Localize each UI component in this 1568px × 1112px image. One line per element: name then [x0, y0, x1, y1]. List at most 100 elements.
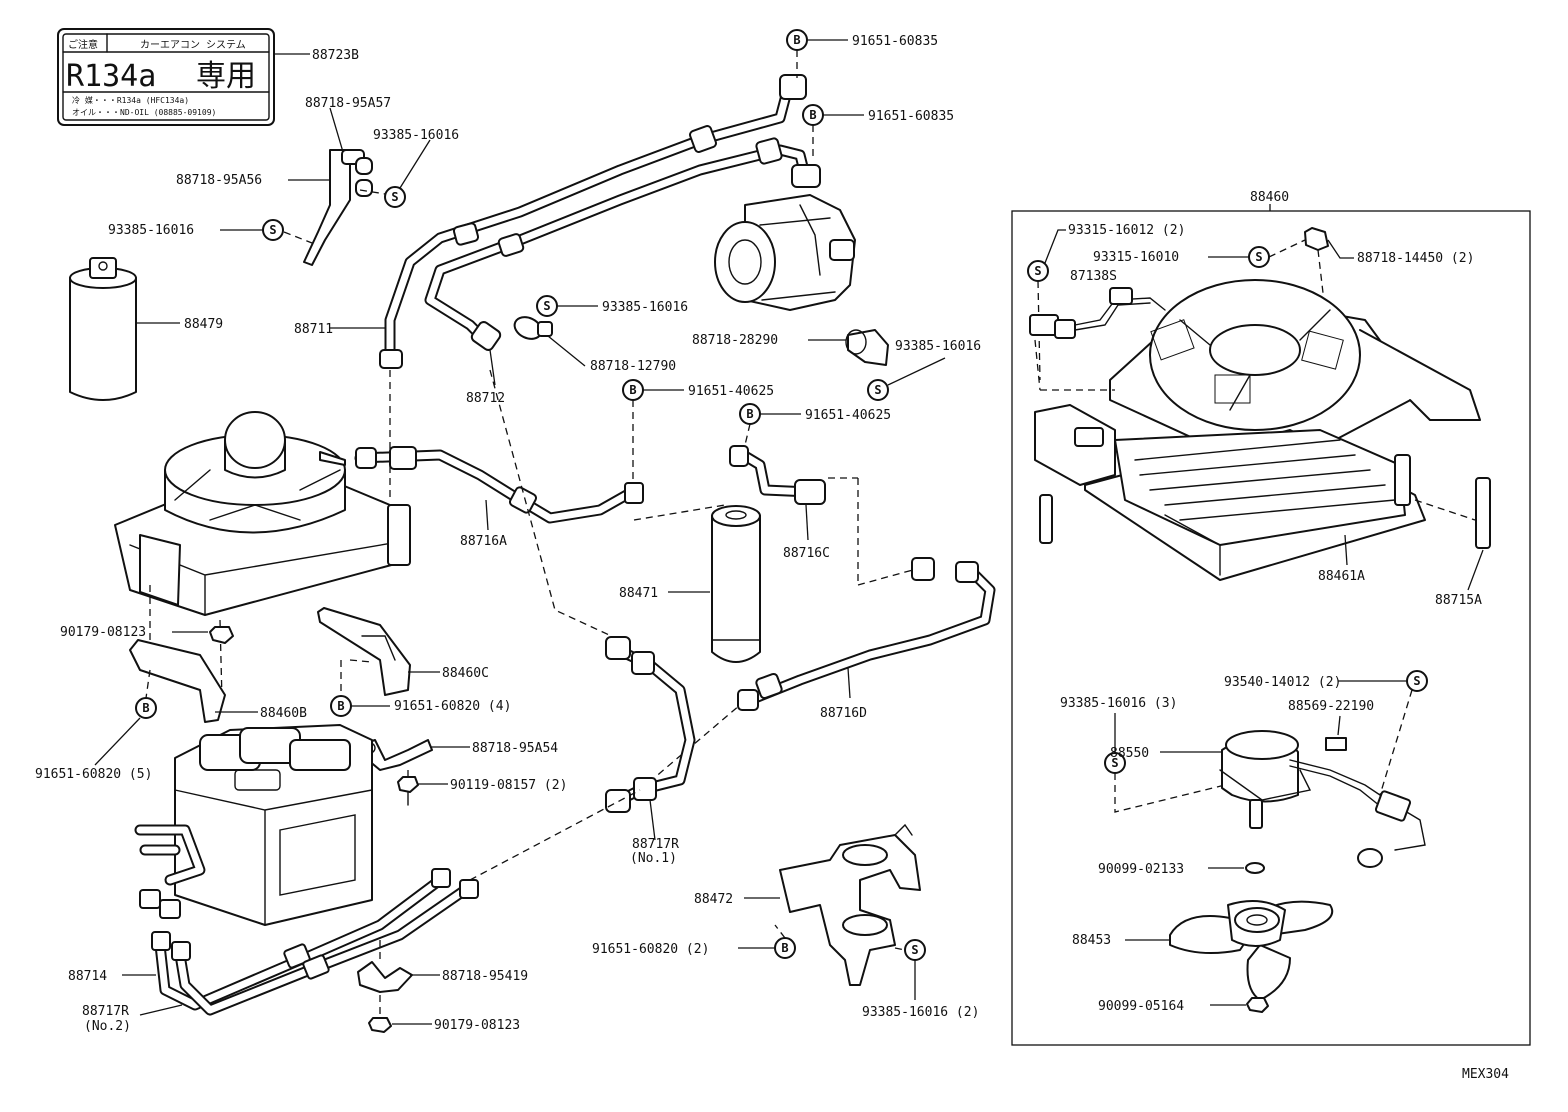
svg-text:S: S: [543, 299, 550, 313]
refrigerant-caution-label: ご注意 カーエアコン システム R134a 専用 冷 媒・・・R134a (HF…: [57, 28, 275, 126]
screw-symbol: [384, 186, 406, 208]
label-88569-22190: 88569-22190: [1288, 699, 1374, 714]
svg-text:B: B: [809, 108, 816, 122]
label-91651-60820-2: 91651-60820 (2): [592, 942, 709, 957]
label-88460: 88460: [1250, 190, 1289, 205]
label-88718-95A57: 88718-95A57: [305, 96, 391, 111]
label-93385-16016-c: 93385-16016: [602, 300, 688, 315]
bracket-88460B: [129, 639, 226, 723]
condenser-fan-shroud: [1109, 279, 1481, 456]
system-name-text: カーエアコン システム: [140, 39, 246, 51]
fan-wire-harness: [1029, 287, 1166, 339]
exclusive-use-text: 専用: [196, 59, 256, 94]
label-88723B: 88723B: [312, 48, 359, 63]
svg-text:S: S: [1111, 756, 1118, 770]
label-88718-95419: 88718-95419: [442, 969, 528, 984]
discharge-hose-88711: [379, 74, 807, 369]
suction-hose-88717R-no1: [605, 636, 696, 813]
label-90119-08157-2: 90119-08157 (2): [450, 778, 567, 793]
nut-90179-b: [368, 1017, 392, 1033]
label-93315-16012-2: 93315-16012 (2): [1068, 223, 1185, 238]
washer-90099-02133: [1245, 862, 1265, 874]
nut-90179-a: [209, 626, 234, 644]
label-91651-40625-b: 91651-40625: [805, 408, 891, 423]
refrigerant-spec-line: 冷 媒・・・R134a (HFC134a): [72, 95, 189, 105]
svg-text:B: B: [337, 699, 344, 713]
condenser-core: [1034, 404, 1426, 581]
label-91651-60835-a: 91651-60835: [852, 34, 938, 49]
clamp-95419: [357, 961, 413, 993]
label-88716D: 88716D: [820, 706, 867, 721]
label-93385-16016-b: 93385-16016: [108, 223, 194, 238]
label-93385-16016-3: 93385-16016 (3): [1060, 696, 1177, 711]
svg-text:B: B: [781, 941, 788, 955]
svg-text:S: S: [391, 190, 398, 204]
liquid-hose-88716A: [354, 446, 644, 524]
label-88460C: 88460C: [442, 666, 489, 681]
label-88716C: 88716C: [783, 546, 830, 561]
bracket-88472: [779, 823, 921, 986]
label-88718-95A56: 88718-95A56: [176, 173, 262, 188]
label-88717R-no2-suffix: (No.2): [84, 1019, 131, 1034]
diagram-code: MEX304: [1462, 1067, 1509, 1082]
oil-spec-line: オイル・・・ND-OIL (08885-09109): [72, 108, 216, 117]
label-88718-28290: 88718-28290: [692, 333, 778, 348]
fan-motor-88550: [1219, 730, 1426, 868]
bolt-90119: [397, 776, 419, 806]
liquid-hose-88716D: [737, 557, 996, 711]
label-91651-60820-5: 91651-60820 (5): [35, 767, 152, 782]
label-88471: 88471: [619, 586, 658, 601]
svg-text:B: B: [629, 383, 636, 397]
svg-text:B: B: [793, 33, 800, 47]
evaporator-unit: [134, 724, 373, 926]
pipe-clamp-bracket: [303, 149, 373, 266]
label-88714: 88714: [68, 969, 107, 984]
label-88717R-no1-suffix: (No.1): [630, 851, 677, 866]
label-88716A: 88716A: [460, 534, 507, 549]
label-88461A: 88461A: [1318, 569, 1365, 584]
label-88718-14450-2: 88718-14450 (2): [1357, 251, 1474, 266]
label-93540-14012-2: 93540-14012 (2): [1224, 675, 1341, 690]
svg-text:S: S: [1255, 250, 1262, 264]
fan-blade-88453: [1169, 900, 1334, 1001]
label-88711: 88711: [294, 322, 333, 337]
label-93315-16010: 93315-16010: [1093, 250, 1179, 265]
clip-14450: [1304, 227, 1329, 251]
svg-text:B: B: [746, 407, 753, 421]
label-91651-60835-b: 91651-60835: [868, 109, 954, 124]
label-90179-08123-b: 90179-08123: [434, 1018, 520, 1033]
svg-text:B: B: [142, 701, 149, 715]
label-88712: 88712: [466, 391, 505, 406]
screw-symbol: [867, 379, 889, 401]
svg-text:S: S: [874, 383, 881, 397]
label-88453: 88453: [1072, 933, 1111, 948]
condenser-mount-stud-left: [1039, 494, 1053, 544]
label-93385-16016-d: 93385-16016: [895, 339, 981, 354]
label-88717R-no1: 88717R: [632, 837, 679, 852]
pressure-switch: [513, 316, 553, 340]
label-87138S: 87138S: [1070, 269, 1117, 284]
label-93385-16016-2: 93385-16016 (2): [862, 1005, 979, 1020]
ac-compressor: [714, 194, 856, 311]
condenser-assembly-frame: [1011, 210, 1531, 1046]
compressor-oil-can: [69, 257, 137, 401]
label-88718-12790: 88718-12790: [590, 359, 676, 374]
label-90099-05164: 90099-05164: [1098, 999, 1184, 1014]
label-88717R-no2: 88717R: [82, 1004, 129, 1019]
liquid-tube-88716C: [729, 445, 826, 505]
label-88715A: 88715A: [1435, 593, 1482, 608]
svg-text:S: S: [911, 943, 918, 957]
svg-text:S: S: [1034, 264, 1041, 278]
blower-unit: [114, 411, 411, 616]
suction-hose-88712: [424, 137, 821, 351]
bracket-88460C: [317, 607, 411, 696]
label-88718-95A54: 88718-95A54: [472, 741, 558, 756]
label-91651-40625-a: 91651-40625: [688, 384, 774, 399]
label-88479: 88479: [184, 317, 223, 332]
svg-text:S: S: [1413, 674, 1420, 688]
svg-text:S: S: [269, 223, 276, 237]
caution-tag-text: ご注意: [68, 38, 98, 51]
nut-90099-05164: [1246, 997, 1269, 1013]
label-88460B: 88460B: [260, 706, 307, 721]
